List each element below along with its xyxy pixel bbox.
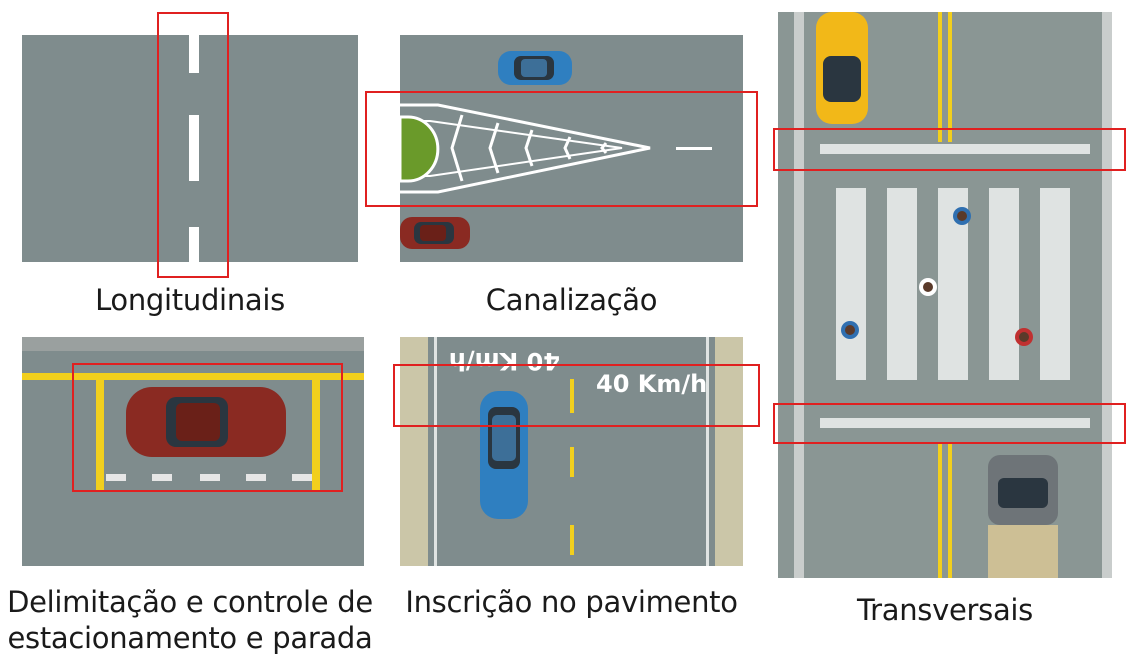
panel-delimitacao [22,337,364,566]
panel-longitudinais [22,35,358,262]
channelization-illustration [400,35,743,262]
caption-delimitacao-line1: Delimitação e controle de [7,585,373,619]
red-car-icon [400,217,470,249]
pavement-inscription-mirrored-text: 40 Km/h [449,347,560,375]
caption-delimitacao-line2: estacionamento e parada [7,621,373,655]
truck-icon [988,455,1058,578]
pedestrian-icon [841,207,1033,346]
pavement-inscription-illustration: 40 Km/h [400,337,743,566]
caption-delimitacao: Delimitação e controle de estacionamento… [0,584,380,656]
yellow-car-icon [816,12,868,124]
panel-canalizacao [400,35,743,262]
parking-delimitation-illustration [22,337,364,566]
caption-transversais: Transversais [856,593,1033,627]
island-green-shape [400,115,440,183]
caption-inscricao: Inscrição no pavimento [405,585,738,619]
caption-longitudinais: Longitudinais [95,283,285,317]
blue-car-icon [480,391,528,519]
caption-canalizacao: Canalização [485,283,658,317]
panel-transversais [778,12,1112,578]
red-car-icon [126,387,286,457]
longitudinal-road-illustration [22,35,358,262]
panel-inscricao: 40 Km/h 40 Km/h [400,337,743,566]
pavement-inscription-text: 40 Km/h [596,370,708,398]
transverse-markings-illustration [778,12,1112,578]
blue-car-icon [498,51,572,85]
